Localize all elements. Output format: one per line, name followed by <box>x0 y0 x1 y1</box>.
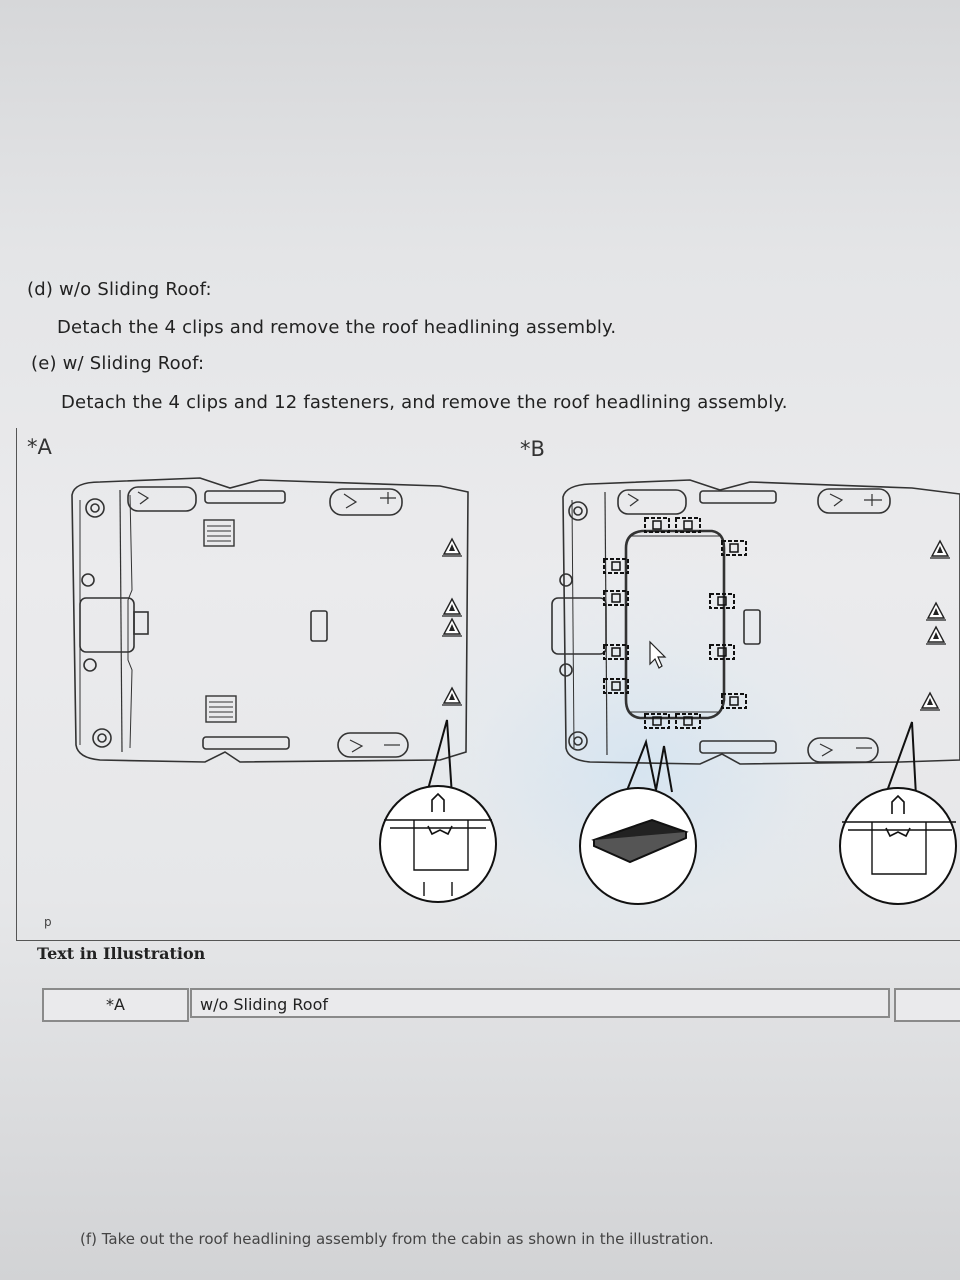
mouse-cursor <box>649 640 667 669</box>
legend-empty-cell <box>894 988 960 1022</box>
fastener-detail-callout <box>579 738 697 905</box>
clip-markers-b <box>919 540 951 711</box>
headliner-a <box>71 477 469 763</box>
legend-table: *A w/o Sliding Roof <box>42 988 960 1022</box>
text-in-illustration-heading: Text in Illustration <box>37 944 206 963</box>
step-e-heading: (e) w/ Sliding Roof: <box>31 353 205 374</box>
step-d-heading: (d) w/o Sliding Roof: <box>27 279 212 300</box>
figure-label-b: *B <box>520 437 545 461</box>
legend-description-cell: w/o Sliding Roof <box>190 988 890 1018</box>
step-f-instruction: (f) Take out the roof headlining assembl… <box>80 1230 714 1248</box>
illustration-frame <box>16 428 960 941</box>
headliner-b <box>551 479 960 765</box>
figure-label-a: *A <box>27 435 52 459</box>
legend-key-cell: *A <box>42 988 189 1022</box>
headlining-diagram <box>71 477 960 905</box>
clip-markers-a <box>441 538 463 706</box>
clip-detail-callout-b <box>839 721 957 905</box>
step-d-instruction: Detach the 4 clips and remove the roof h… <box>57 317 617 338</box>
clip-detail-callout-a <box>379 719 497 903</box>
step-e-instruction: Detach the 4 clips and 12 fasteners, and… <box>61 392 788 413</box>
